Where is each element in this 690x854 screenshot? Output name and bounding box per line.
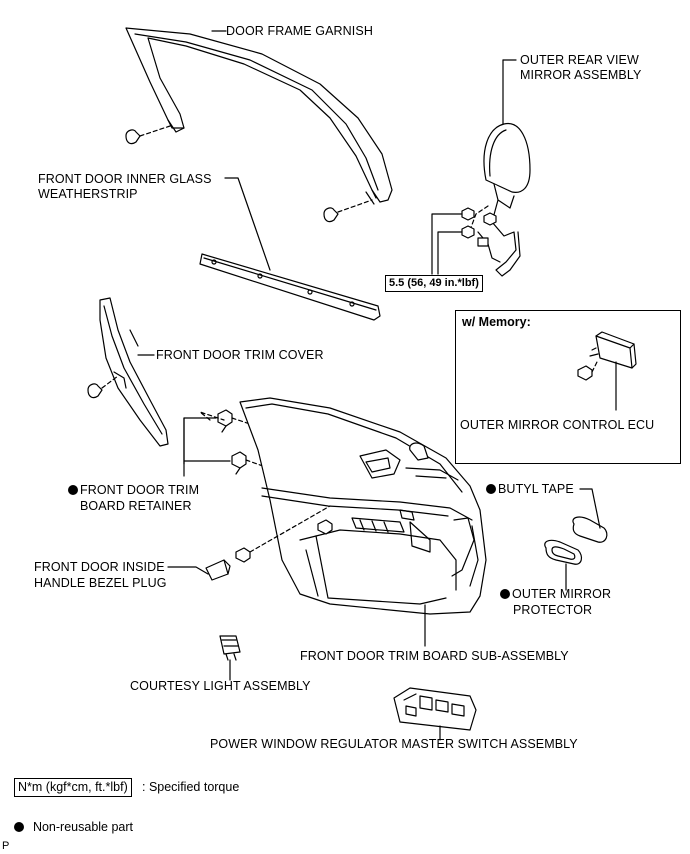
bezel-plug-part: [205, 559, 231, 581]
legend-torque-unit-box: N*m (kgf*cm, ft.*lbf): [14, 778, 132, 797]
butyl-tape-label: BUTYL TAPE: [486, 482, 574, 497]
legend-nonreusable: Non-reusable part: [14, 820, 133, 834]
door-frame-garnish-label: DOOR FRAME GARNISH: [226, 24, 373, 38]
front-door-trim-board-part: [239, 397, 487, 615]
outer-protector-label-line2: PROTECTOR: [513, 603, 593, 617]
non-reusable-dot-icon: [14, 822, 24, 832]
inner-glass-weatherstrip-part: [199, 253, 381, 321]
courtesy-light-label: COURTESY LIGHT ASSEMBLY: [130, 679, 311, 693]
outer-mirror-label-line2: MIRROR ASSEMBLY: [520, 68, 642, 82]
bezel-plug-label-line2: HANDLE BEZEL PLUG: [34, 576, 167, 590]
inner-glass-label-line2: WEATHERSTRIP: [38, 187, 138, 201]
trim-board-label: FRONT DOOR TRIM BOARD SUB-ASSEMBLY: [300, 649, 569, 663]
retainer-label-line1: FRONT DOOR TRIM: [68, 483, 199, 498]
trim-cover-clip: [87, 375, 119, 399]
outer-mirror-protector-part: [544, 539, 583, 565]
retainer-label-line2: BOARD RETAINER: [80, 499, 192, 513]
trim-board-screw: [235, 505, 333, 563]
garnish-clip-upper: [125, 125, 171, 145]
footer-code: P: [2, 840, 10, 852]
mirror-nut: [461, 207, 497, 239]
garnish-clip-lower: [323, 199, 373, 223]
door-frame-garnish-part: [125, 27, 393, 205]
mirror-ecu-label: OUTER MIRROR CONTROL ECU: [460, 418, 655, 432]
outer-mirror-part: [469, 122, 531, 277]
front-door-trim-cover-part: [99, 297, 169, 447]
non-reusable-dot-icon: [486, 484, 496, 494]
butyl-tape-part: [572, 516, 608, 543]
non-reusable-dot-icon: [500, 589, 510, 599]
legend-torque-desc: : Specified torque: [142, 780, 240, 794]
memory-box-title: w/ Memory:: [462, 315, 531, 329]
courtesy-light-part: [219, 635, 241, 661]
power-window-switch-label: POWER WINDOW REGULATOR MASTER SWITCH ASS…: [210, 737, 578, 751]
mirror-control-ecu-part: [577, 331, 637, 381]
non-reusable-dot-icon: [68, 485, 78, 495]
torque-spec-box: 5.5 (56, 49 in.*lbf): [385, 275, 483, 292]
bezel-plug-label-line1: FRONT DOOR INSIDE: [34, 560, 165, 574]
power-window-switch-part: [393, 687, 477, 731]
outer-protector-label-line1: OUTER MIRROR: [500, 587, 611, 602]
memory-option-box: w/ Memory:: [455, 310, 681, 464]
outer-mirror-label-line1: OUTER REAR VIEW: [520, 53, 639, 67]
trim-cover-label: FRONT DOOR TRIM COVER: [156, 348, 324, 362]
inner-glass-label-line1: FRONT DOOR INNER GLASS: [38, 172, 212, 186]
